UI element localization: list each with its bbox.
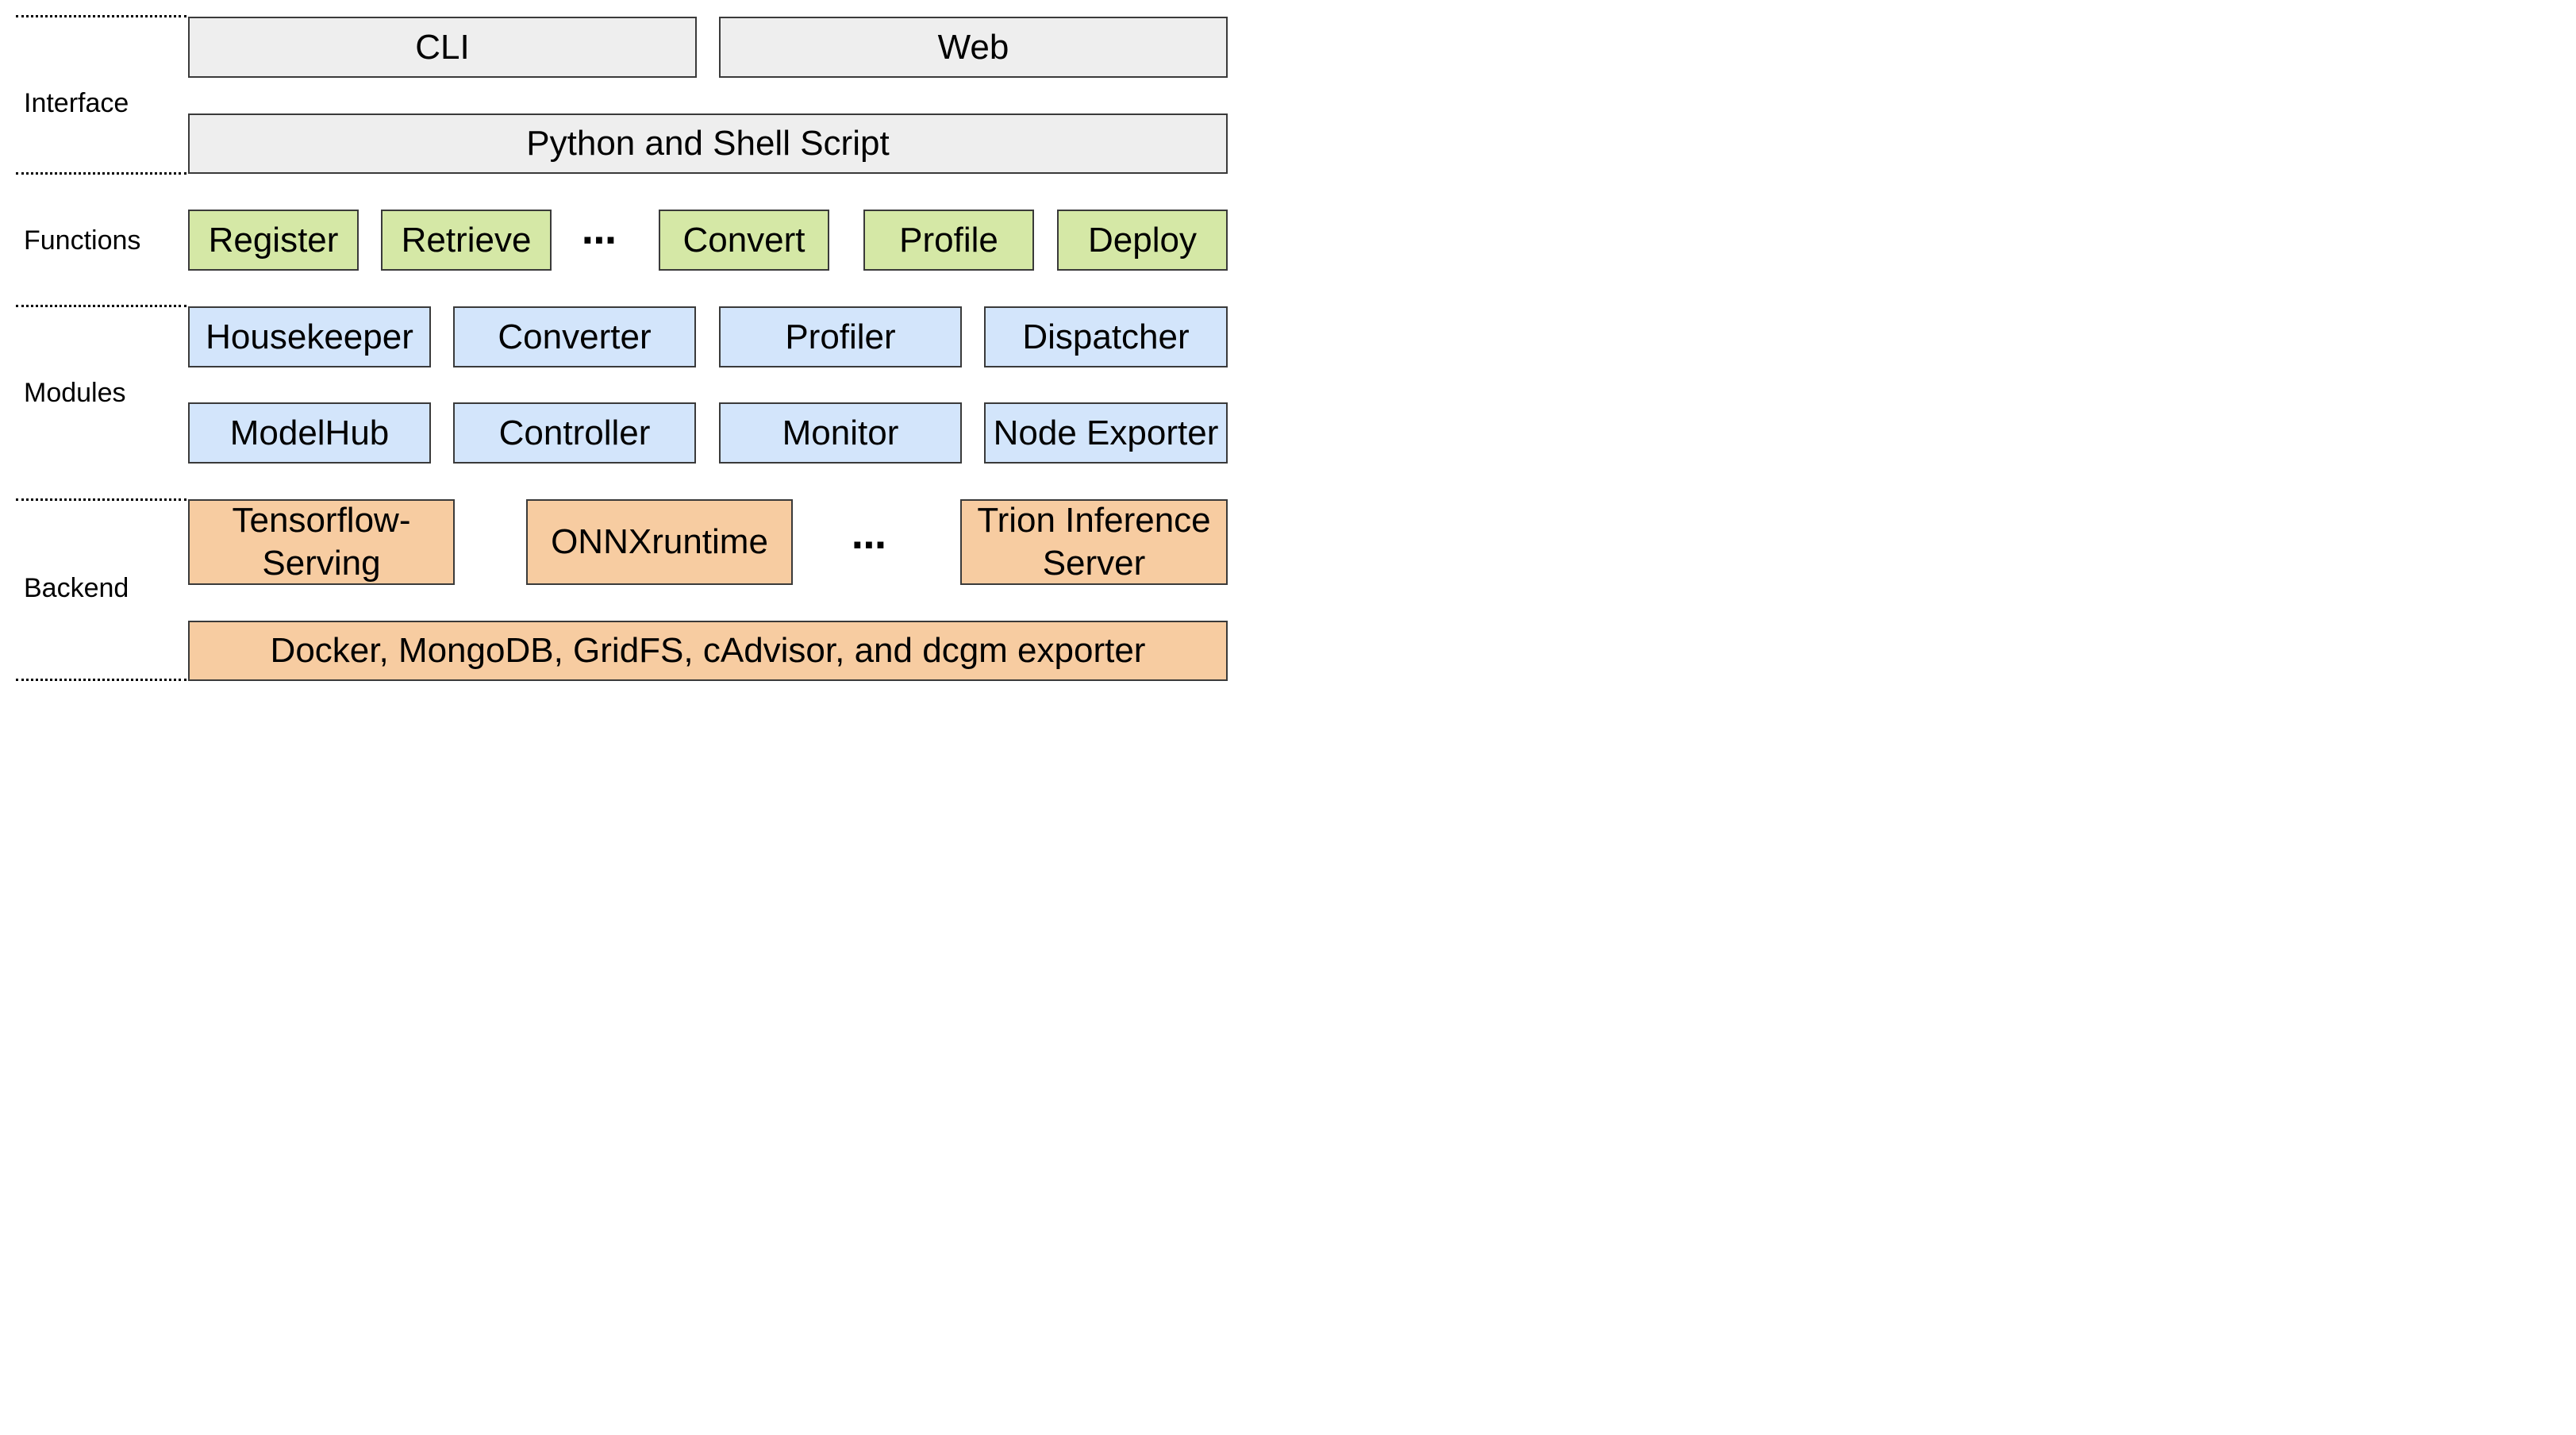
backend-ellipsis: ⋯ bbox=[852, 526, 888, 565]
module-box-housekeeper: Housekeeper bbox=[188, 306, 431, 367]
architecture-diagram: Interface Functions Modules Backend CLI … bbox=[0, 0, 1238, 698]
interface-box-python-shell-script: Python and Shell Script bbox=[188, 113, 1228, 174]
separator-top bbox=[16, 15, 186, 17]
module-box-dispatcher: Dispatcher bbox=[984, 306, 1228, 367]
function-box-deploy: Deploy bbox=[1057, 210, 1228, 271]
backend-box-tensorflow-serving: Tensorflow- Serving bbox=[188, 499, 455, 585]
module-box-controller: Controller bbox=[453, 402, 696, 464]
layer-label-interface: Interface bbox=[24, 88, 129, 118]
layer-label-backend: Backend bbox=[24, 573, 129, 603]
module-box-converter: Converter bbox=[453, 306, 696, 367]
layer-label-functions: Functions bbox=[24, 225, 141, 256]
function-box-profile: Profile bbox=[863, 210, 1034, 271]
backend-box-onnxruntime: ONNXruntime bbox=[526, 499, 793, 585]
layer-label-modules: Modules bbox=[24, 378, 126, 408]
function-box-convert: Convert bbox=[659, 210, 829, 271]
interface-box-cli: CLI bbox=[188, 17, 697, 78]
function-box-retrieve: Retrieve bbox=[381, 210, 552, 271]
functions-ellipsis: ⋯ bbox=[582, 221, 618, 260]
interface-box-web: Web bbox=[719, 17, 1228, 78]
function-box-register: Register bbox=[188, 210, 359, 271]
backend-box-trion-inference-server: Trion Inference Server bbox=[960, 499, 1228, 585]
separator-functions-modules bbox=[16, 305, 186, 307]
separator-modules-backend bbox=[16, 498, 186, 501]
module-box-monitor: Monitor bbox=[719, 402, 962, 464]
module-box-node-exporter: Node Exporter bbox=[984, 402, 1228, 464]
module-box-modelhub: ModelHub bbox=[188, 402, 431, 464]
module-box-profiler: Profiler bbox=[719, 306, 962, 367]
separator-bottom bbox=[16, 679, 186, 681]
backend-box-infrastructure: Docker, MongoDB, GridFS, cAdvisor, and d… bbox=[188, 621, 1228, 681]
separator-interface-functions bbox=[16, 172, 186, 175]
